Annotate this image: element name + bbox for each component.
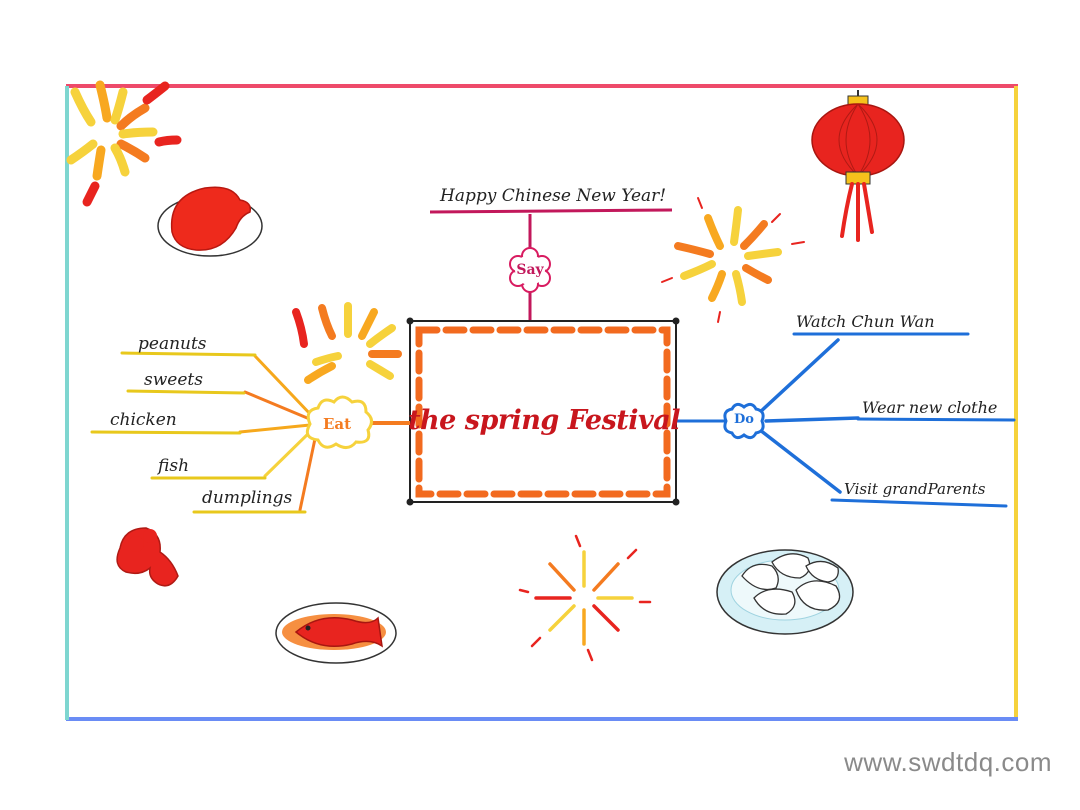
fireworks-icon (66, 80, 182, 207)
say-node-icon (509, 247, 551, 293)
say-branch (429, 208, 673, 320)
fireworks-icon (518, 534, 652, 662)
fish-plate-icon (275, 602, 397, 664)
do-item-wear-new-clothe: Wear new clothe (862, 398, 998, 417)
center-node (406, 317, 680, 506)
eat-item-sweets: sweets (144, 370, 203, 390)
eat-node-label: Eat (322, 415, 352, 433)
do-item-watch-chun-wan: Watch Chun Wan (796, 312, 935, 331)
eat-node-icon (305, 395, 373, 449)
eat-item-peanuts: peanuts (138, 334, 207, 354)
eat-item-dumplings: dumplings (202, 488, 293, 508)
eat-branch (90, 351, 410, 514)
do-node-icon (723, 402, 765, 440)
say-item-label: Happy Chinese New Year! (440, 186, 667, 206)
do-branch (676, 332, 1016, 508)
eat-item-fish: fish (158, 456, 190, 476)
do-item-visit-grandparents: Visit grandParents (844, 480, 986, 498)
fireworks-icon (292, 302, 402, 384)
roast-chicken-icon (157, 186, 263, 257)
do-node-label: Do (734, 412, 754, 427)
poster-frame (65, 84, 1018, 721)
watermark: www.swdtdq.com (844, 747, 1052, 777)
eat-item-chicken: chicken (110, 410, 177, 430)
dumplings-plate-icon (716, 549, 854, 635)
fireworks-icon (661, 197, 805, 323)
say-node-label: Say (516, 262, 544, 278)
center-title: the spring Festival (408, 404, 680, 436)
lantern-icon (811, 90, 905, 242)
lobster-icon (116, 527, 179, 587)
